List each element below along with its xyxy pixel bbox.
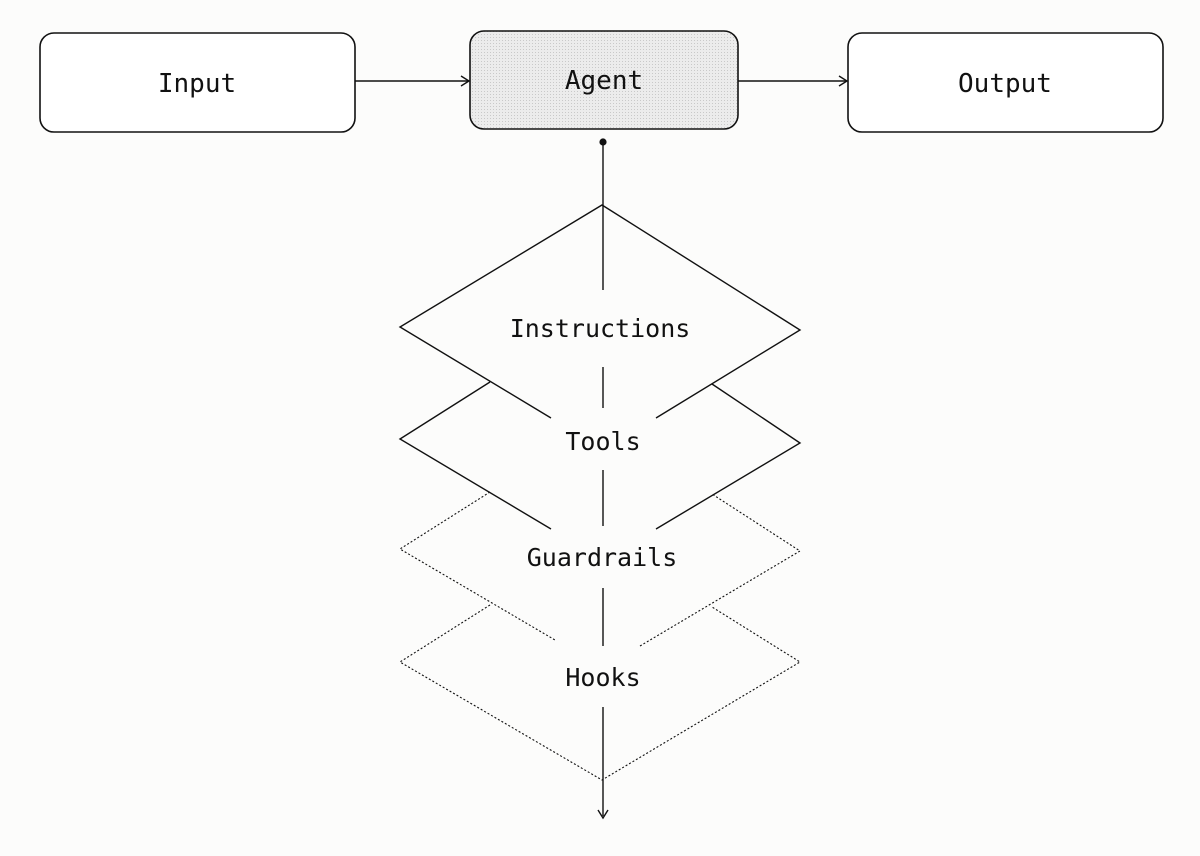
agent-to-output-arrow [738,75,849,87]
hooks-layer: Hooks [398,604,802,781]
input-node: Input [39,32,356,133]
spine-arrowhead [597,809,609,820]
guardrails-label: Guardrails [527,543,678,572]
tools-label: Tools [565,427,640,456]
input-label: Input [158,69,236,99]
output-node: Output [847,32,1164,133]
guardrails-layer: Guardrails [398,491,802,647]
agent-spine [597,138,609,820]
output-label: Output [958,69,1052,99]
agent-label: Agent [565,66,643,96]
instructions-layer: Instructions [398,204,802,419]
input-to-agent-arrow [355,75,471,87]
hooks-label: Hooks [565,663,640,692]
tools-layer: Tools [398,381,802,530]
instructions-label: Instructions [510,314,691,343]
agent-node: Agent [469,30,739,130]
